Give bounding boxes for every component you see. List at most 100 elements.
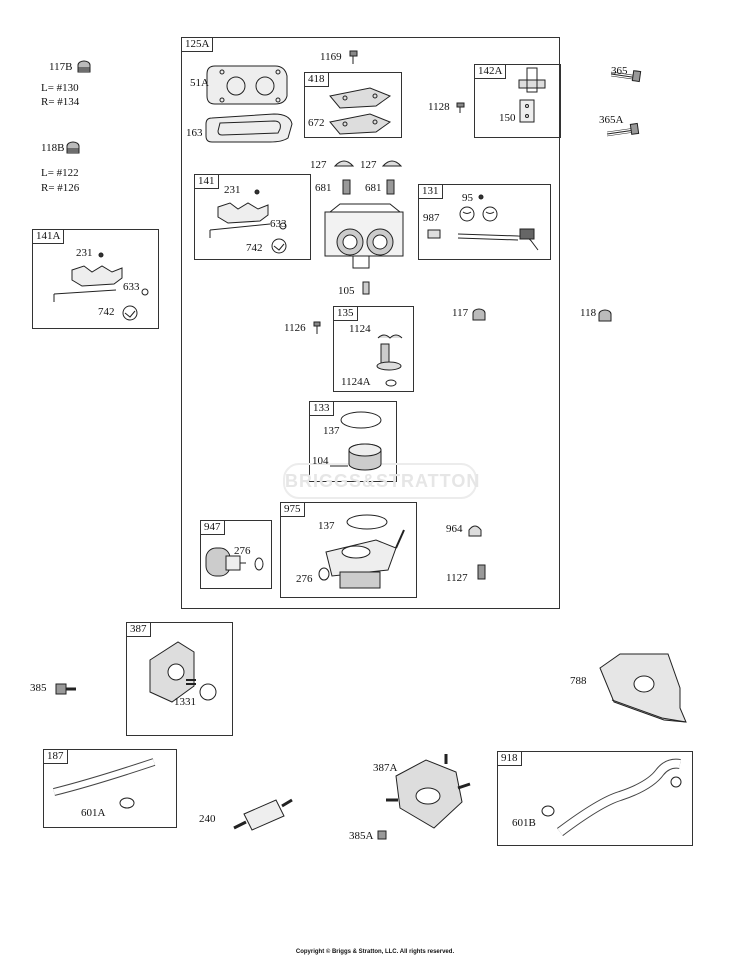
part-633b-label: 633 (123, 281, 140, 293)
part-1128-label: 1128 (428, 101, 450, 113)
part-276b-label: 276 (296, 573, 313, 585)
group-131-label: 131 (419, 185, 443, 199)
spacer-133-icon (330, 411, 382, 471)
part-137a-label: 137 (323, 425, 340, 437)
part-1124A-label: 1124A (341, 376, 371, 388)
plug-127a-icon (333, 160, 355, 167)
part-231-label: 231 (224, 184, 241, 196)
part-117B-right-ref: R= #134 (41, 96, 80, 108)
gasket-163-icon (205, 113, 293, 143)
float-135-icon (376, 334, 403, 387)
part-633-label: 633 (270, 218, 287, 230)
part-276a-label: 276 (234, 545, 251, 557)
part-118-label: 118 (580, 307, 597, 319)
part-95-label: 95 (462, 192, 473, 204)
group-142A-box: 142A (474, 64, 561, 138)
fuel-pump-387A-icon (386, 754, 471, 829)
group-947-box: 947 (200, 520, 272, 589)
cap-117B-icon (77, 60, 91, 73)
group-418-box: 418 (304, 72, 402, 138)
part-118B-right-ref: R= #126 (41, 182, 80, 194)
plate-141A-icon (53, 252, 149, 321)
group-387-label: 387 (127, 623, 151, 637)
group-387-box: 387 (126, 622, 233, 736)
group-975-box: 975 (280, 502, 417, 598)
fuel-bowl-975-icon (318, 514, 405, 589)
part-681b-label: 681 (365, 182, 382, 194)
part-742-label: 742 (246, 242, 263, 254)
jet-105-icon (362, 281, 370, 295)
part-51A-label: 51A (190, 77, 209, 89)
part-105-label: 105 (338, 285, 355, 297)
part-118B-label: 118B (41, 142, 65, 154)
bolt-365-icon (610, 70, 642, 83)
part-127a-label: 127 (310, 159, 327, 171)
part-240-label: 240 (199, 813, 216, 825)
part-387A-label: 387A (373, 762, 398, 774)
part-1124-label: 1124 (349, 323, 371, 335)
part-1331-label: 1331 (174, 696, 196, 708)
part-365A-label: 365A (599, 114, 624, 126)
group-141A-box: 141A (32, 229, 159, 329)
part-601A-label: 601A (81, 807, 106, 819)
screw-1128-icon (456, 102, 465, 113)
group-135-box: 135 (333, 306, 414, 392)
group-125A-box: 125A (181, 37, 560, 609)
part-964-label: 964 (446, 523, 463, 535)
screw-1169-icon (349, 50, 358, 64)
group-141A-label: 141A (33, 230, 65, 244)
group-141-box: 141 (194, 174, 311, 260)
part-104-label: 104 (312, 455, 329, 467)
screw-1127-icon (477, 564, 486, 580)
part-601B-label: 601B (512, 817, 536, 829)
bracket-142A-icon (518, 67, 546, 123)
cap-118B-icon (66, 141, 80, 154)
part-1126-label: 1126 (284, 322, 306, 334)
cap-964-icon (468, 525, 482, 537)
copyright-footer: Copyright © Briggs & Stratton, LLC. All … (295, 949, 455, 955)
group-131-box: 131 (418, 184, 551, 260)
part-118B-left-ref: L= #122 (41, 167, 79, 179)
hose-918-icon (541, 758, 682, 837)
plate-141-icon (209, 189, 287, 254)
gasket-418-icon (329, 87, 392, 135)
group-135-label: 135 (334, 307, 358, 321)
part-117B-left-ref: L= #130 (41, 82, 79, 94)
gasket-51A-icon (206, 65, 288, 105)
bracket-788-icon (599, 653, 687, 723)
part-742b-label: 742 (98, 306, 115, 318)
part-150-label: 150 (499, 112, 516, 124)
bolt-365A-icon (606, 122, 640, 137)
group-142A-label: 142A (475, 65, 507, 79)
group-133-label: 133 (310, 402, 334, 416)
fuel-pump-387-icon (149, 641, 217, 703)
fuel-filter-240-icon (233, 798, 293, 831)
part-681a-label: 681 (315, 182, 332, 194)
part-385-label: 385 (30, 682, 47, 694)
group-975-label: 975 (281, 503, 305, 517)
screw-385-icon (55, 683, 76, 695)
screw-385A-icon (377, 830, 387, 840)
part-365-label: 365 (611, 65, 628, 77)
part-127b-label: 127 (360, 159, 377, 171)
part-117-label: 117 (452, 307, 469, 319)
part-1127-label: 1127 (446, 572, 468, 584)
part-163-label: 163 (186, 127, 203, 139)
group-418-label: 418 (305, 73, 329, 87)
group-918-label: 918 (498, 752, 522, 766)
part-1169-label: 1169 (320, 51, 342, 63)
group-187-label: 187 (44, 750, 68, 764)
group-918-box: 918 (497, 751, 693, 846)
part-137b-label: 137 (318, 520, 335, 532)
part-385A-label: 385A (349, 830, 374, 842)
group-947-label: 947 (201, 521, 225, 535)
solenoid-947-icon (205, 547, 264, 577)
part-672-label: 672 (308, 117, 325, 129)
group-125A-label: 125A (182, 38, 214, 52)
plug-127b-icon (381, 160, 403, 167)
hose-187-icon (53, 758, 156, 809)
cap-118-icon (598, 309, 612, 322)
group-133-box: 133 (309, 401, 397, 482)
harness-131-icon (427, 194, 539, 251)
